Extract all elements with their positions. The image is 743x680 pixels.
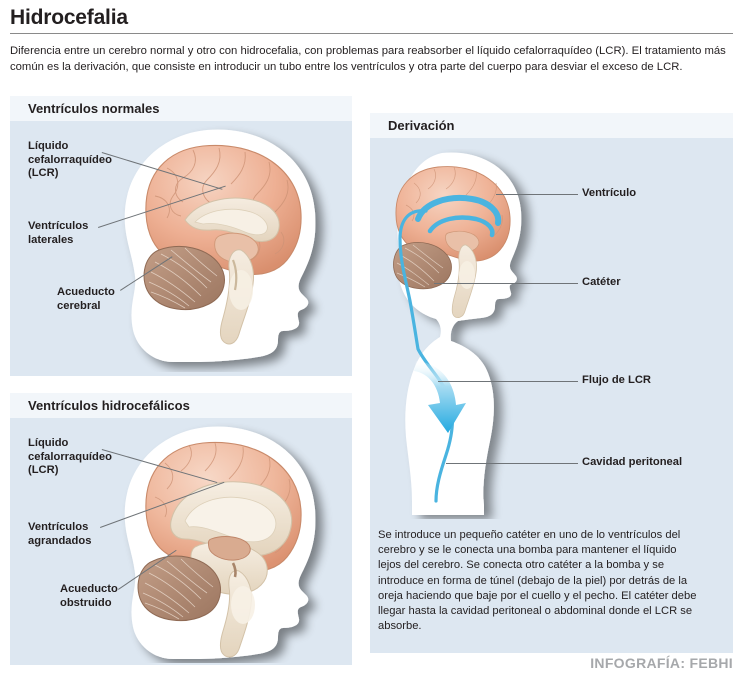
panel-normal-ventricles: Ventrículos normales — [10, 96, 352, 376]
panel-hydro-title: Ventrículos hidrocefálicos — [28, 398, 190, 413]
leader-flujo-de-lcr — [438, 381, 578, 382]
leader-ventriculo — [496, 194, 578, 195]
panel-normal-title: Ventrículos normales — [28, 101, 160, 116]
panel-hydro-header — [10, 393, 352, 418]
leader-cavidad-peritoneal — [446, 463, 578, 464]
label-ventriculos-agrandados: Ventrículos agrandados — [28, 521, 92, 547]
title-divider — [10, 33, 733, 34]
label-cavidad-peritoneal: Cavidad peritoneal — [582, 456, 683, 468]
leader-cateter — [434, 283, 578, 284]
shunt-body-illustration — [393, 152, 522, 515]
label-acueducto-obstruido: Acueducto obstruido — [60, 583, 118, 609]
label-liquido-cefalorraquideo-hydro: Líquido cefalorraquídeo (LCR) — [28, 437, 112, 476]
panel-shunt: Derivación — [370, 113, 733, 653]
shunt-description: Se introduce un pequeño catéter en uno d… — [378, 529, 697, 633]
panel-shunt-header — [370, 113, 733, 138]
normal-brain-illustration — [124, 129, 316, 362]
panel-normal-header — [10, 96, 352, 121]
hydrocephalic-brain-illustration — [124, 426, 316, 659]
infographic-credit: INFOGRAFÍA: FEBHI — [590, 655, 733, 671]
label-acueducto-cerebral: Acueducto cerebral — [57, 286, 115, 312]
page-title: Hidrocefalia — [10, 6, 128, 29]
panel-shunt-title: Derivación — [388, 118, 455, 133]
label-liquido-cefalorraquideo: Líquido cefalorraquídeo (LCR) — [28, 140, 112, 179]
label-cateter: Catéter — [582, 276, 621, 288]
label-ventriculos-laterales: Ventrículos laterales — [28, 220, 89, 246]
label-ventriculo: Ventrículo — [582, 187, 637, 199]
label-flujo-de-lcr: Flujo de LCR — [582, 374, 651, 386]
intro-paragraph: Diferencia entre un cerebro normal y otr… — [10, 45, 726, 73]
panel-hydrocephalic-ventricles: Ventrículos hidrocefálicos — [10, 393, 352, 665]
